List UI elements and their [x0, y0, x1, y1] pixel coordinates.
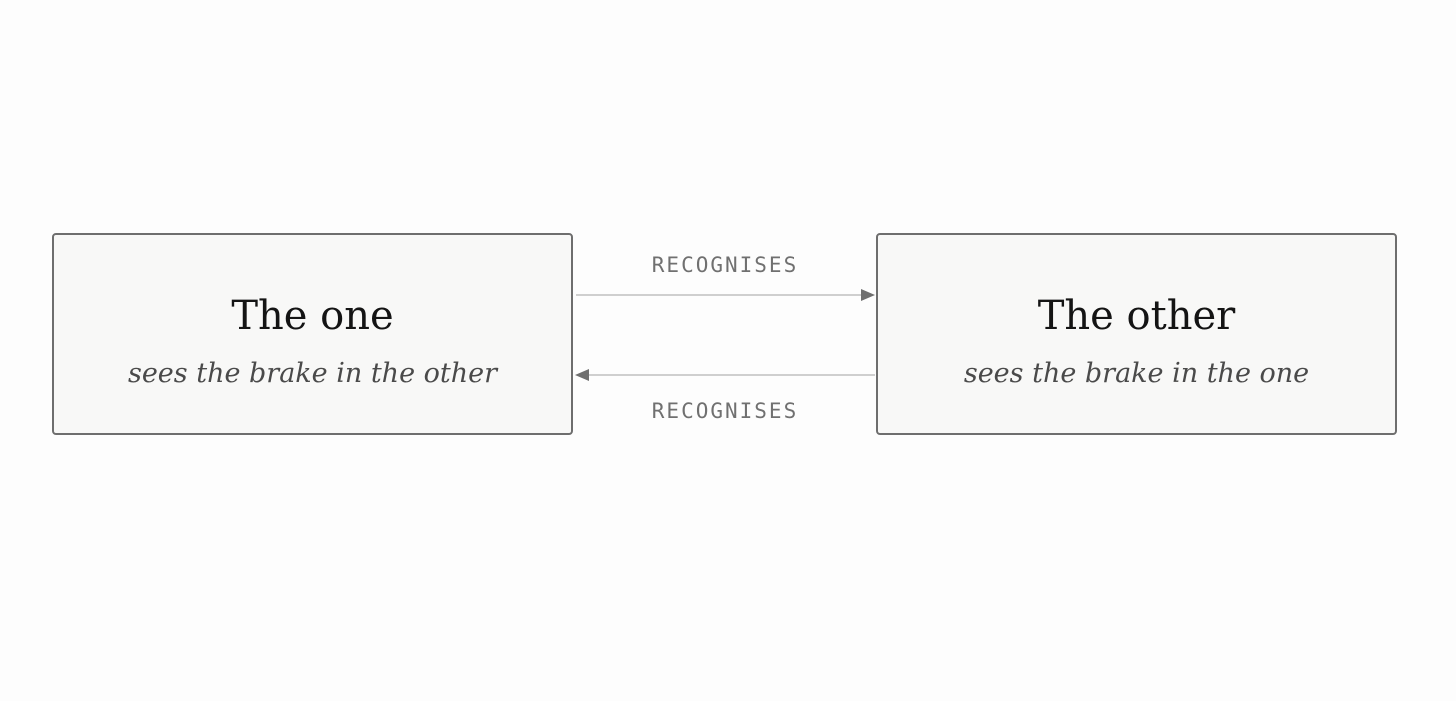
edge-bottom-arrowhead [575, 369, 589, 381]
edge-label-top: RECOGNISES [651, 253, 799, 277]
node-the-one: The one sees the brake in the other [52, 233, 573, 435]
node-title: The other [1037, 293, 1236, 339]
edge-label-bottom: RECOGNISES [651, 399, 799, 423]
node-subtitle: sees the brake in the other [127, 358, 498, 389]
node-subtitle: sees the brake in the one [963, 358, 1310, 389]
node-the-other: The other sees the brake in the one [876, 233, 1397, 435]
edge-top-arrowhead [861, 289, 875, 301]
node-title: The one [231, 293, 394, 339]
